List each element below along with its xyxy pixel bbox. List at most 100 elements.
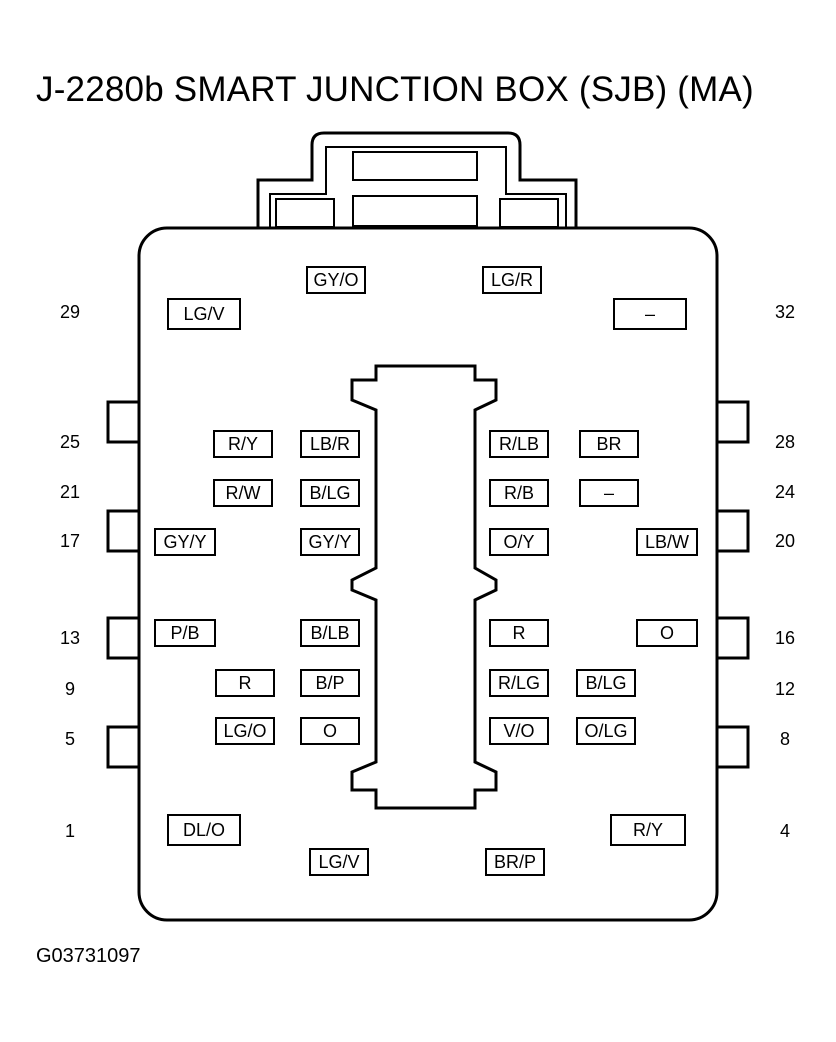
wire-box-frame (300, 528, 360, 556)
wire-color-code: R/Y (633, 820, 663, 840)
wire-label-box: LG/V (167, 298, 241, 330)
wire-label-box: – (579, 479, 639, 507)
wire-box-frame (300, 669, 360, 697)
wire-color-code: B/LB (310, 623, 349, 643)
wire-label-box: LG/V (309, 848, 369, 876)
wire-box-frame (306, 266, 366, 294)
diagram-title: J-2280b SMART JUNCTION BOX (SJB) (MA) (36, 70, 754, 109)
wire-color-code: O (323, 721, 337, 741)
wire-label-box: R/Y (213, 430, 273, 458)
side-tabs-right (712, 400, 750, 769)
wire-color-code: B/LG (585, 673, 626, 693)
wire-box-frame (610, 814, 686, 846)
wire-label-box: – (613, 298, 687, 330)
wire-label-box: O (300, 717, 360, 745)
wire-color-code: O/Y (503, 532, 534, 552)
wire-box-frame (215, 669, 275, 697)
pin-number-32: 32 (775, 302, 795, 322)
wire-box-frame (489, 528, 549, 556)
wire-label-box: BR (579, 430, 639, 458)
wire-label-box: B/LG (300, 479, 360, 507)
wire-box-frame (215, 717, 275, 745)
wire-box-frame (579, 479, 639, 507)
wire-box-frame (167, 298, 241, 330)
pin-number-17: 17 (60, 531, 80, 551)
wire-label-box: O/Y (489, 528, 549, 556)
pin-number-16: 16 (775, 628, 795, 648)
pin-number-29: 29 (60, 302, 80, 322)
pin-number-25: 25 (60, 432, 80, 452)
pin-number-28: 28 (775, 432, 795, 452)
pin-number-21: 21 (60, 482, 80, 502)
wire-color-code: R (239, 673, 252, 693)
wire-label-box: LB/R (300, 430, 360, 458)
wire-box-frame (300, 479, 360, 507)
wire-label-box: R (489, 619, 549, 647)
pin-number-12: 12 (775, 679, 795, 699)
wire-box-frame (154, 528, 216, 556)
figure-id: G03731097 (36, 945, 141, 967)
wire-color-code: GY/Y (308, 532, 351, 552)
wire-label-box: GY/O (306, 266, 366, 294)
wire-color-code: – (604, 483, 614, 503)
wire-box-frame (167, 814, 241, 846)
wire-label-box: V/O (489, 717, 549, 745)
wire-box-frame (613, 298, 687, 330)
wire-box-frame (576, 717, 636, 745)
center-cavity (350, 364, 498, 810)
wire-label-box: O (636, 619, 698, 647)
wire-color-code: DL/O (183, 820, 225, 840)
wire-color-code: V/O (503, 721, 534, 741)
wire-label-box: R/Y (610, 814, 686, 846)
wire-color-code: B/P (315, 673, 344, 693)
wire-label-box: GY/Y (154, 528, 216, 556)
wire-label-box: LG/O (215, 717, 275, 745)
wire-box-frame (489, 430, 549, 458)
wire-color-code: R/LB (499, 434, 539, 454)
pin-number-24: 24 (775, 482, 795, 502)
wire-box-frame (485, 848, 545, 876)
wire-label-box: B/P (300, 669, 360, 697)
wire-label-box: O/LG (576, 717, 636, 745)
side-tabs-left (106, 400, 144, 769)
wire-color-code: – (645, 304, 655, 324)
wire-label-box: R/LG (489, 669, 549, 697)
wire-box-frame (576, 669, 636, 697)
wire-box-frame (309, 848, 369, 876)
wire-box-frame (154, 619, 216, 647)
pin-number-4: 4 (780, 821, 790, 841)
wire-box-frame (636, 528, 698, 556)
wire-color-code: GY/Y (163, 532, 206, 552)
wire-color-code: R/Y (228, 434, 258, 454)
pin-number-5: 5 (65, 729, 75, 749)
wire-box-frame (489, 619, 549, 647)
wire-box-frame (579, 430, 639, 458)
wire-color-code: BR/P (494, 852, 536, 872)
wire-color-code: LB/R (310, 434, 350, 454)
wire-label-box: LG/R (482, 266, 542, 294)
pin-number-8: 8 (780, 729, 790, 749)
connector-latch (256, 131, 578, 230)
wire-label-box: DL/O (167, 814, 241, 846)
wire-color-code: R/LG (498, 673, 540, 693)
wire-color-code: R (513, 623, 526, 643)
pin-number-1: 1 (65, 821, 75, 841)
wire-box-frame (489, 669, 549, 697)
wire-color-code: LG/V (183, 304, 224, 324)
wire-box-frame (636, 619, 698, 647)
wire-color-code: P/B (170, 623, 199, 643)
wire-label-box: R/W (213, 479, 273, 507)
wire-label-box: LB/W (636, 528, 698, 556)
wire-label-box: B/LG (576, 669, 636, 697)
wire-color-code: R/B (504, 483, 534, 503)
wire-color-code: LG/O (223, 721, 266, 741)
wire-color-code: LG/R (491, 270, 533, 290)
wire-box-frame (300, 430, 360, 458)
wire-color-code: B/LG (309, 483, 350, 503)
wire-color-code: BR (596, 434, 621, 454)
wire-box-frame (489, 717, 549, 745)
wire-color-code: O/LG (584, 721, 627, 741)
wire-box-frame (213, 479, 273, 507)
